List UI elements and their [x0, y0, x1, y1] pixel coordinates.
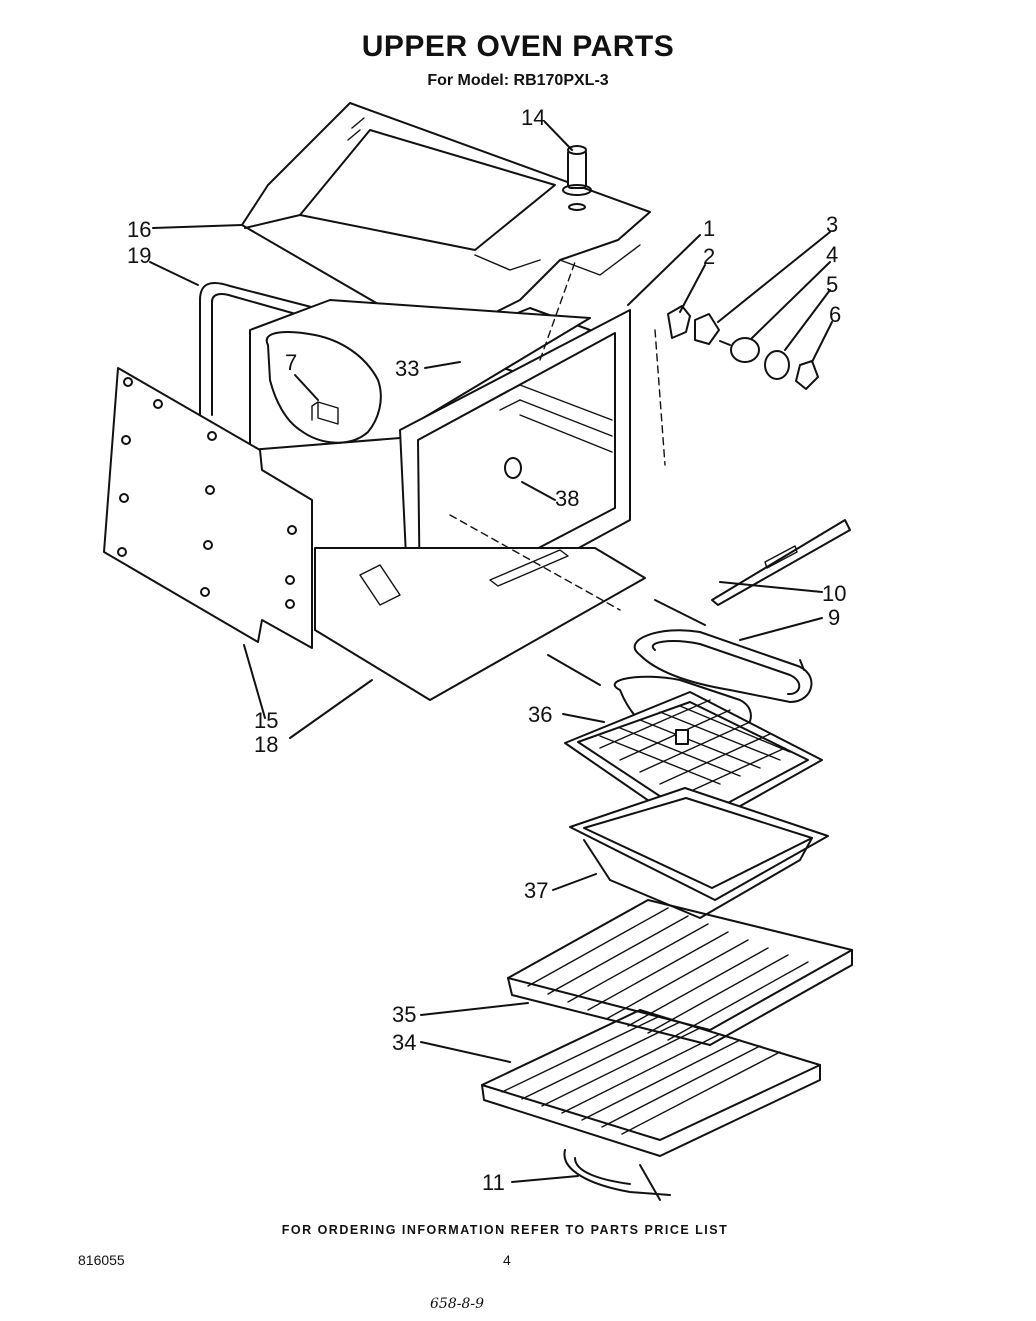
- callout-33: 33: [395, 356, 419, 381]
- side-panel-drawing: [103, 367, 313, 649]
- callout-1: 1: [703, 216, 715, 241]
- callout-3: 3: [826, 212, 838, 237]
- top-panel-drawing: [241, 102, 651, 341]
- ordering-note: FOR ORDERING INFORMATION REFER TO PARTS …: [281, 1223, 729, 1237]
- handwritten-note: 658-8-9: [430, 1296, 484, 1312]
- callout-16: 16: [127, 217, 151, 242]
- callout-34: 34: [392, 1030, 416, 1055]
- model-line: For Model: RB170PXL-3: [427, 72, 609, 89]
- callout-37: 37: [524, 878, 548, 903]
- callout-36: 36: [528, 702, 552, 727]
- callout-38: 38: [555, 486, 579, 511]
- callout-2: 2: [703, 244, 715, 269]
- bake-element-drawing: [633, 599, 813, 703]
- broiler-pan-drawing: [569, 787, 829, 919]
- page-title: UPPER OVEN PARTS: [361, 30, 675, 63]
- light-assembly-drawing: [667, 305, 819, 390]
- callout-4: 4: [826, 242, 838, 267]
- callout-35: 35: [392, 1002, 416, 1027]
- callout-labels: 14 16 19 1 2 3 4 5 6 7 33 38 10 9 15 18 …: [127, 105, 846, 1195]
- callout-9: 9: [828, 605, 840, 630]
- rack-handle-drawing: [563, 1149, 671, 1201]
- document-number: 816055: [78, 1252, 125, 1268]
- callout-6: 6: [829, 302, 841, 327]
- page-number: 4: [503, 1252, 511, 1268]
- callout-15: 15: [254, 708, 278, 733]
- callout-10: 10: [822, 581, 846, 606]
- callout-11: 11: [482, 1170, 505, 1195]
- oven-rack-upper-drawing: [507, 899, 853, 1046]
- oven-rack-lower-drawing: [481, 1009, 821, 1157]
- callout-7: 7: [285, 350, 297, 375]
- callout-19: 19: [127, 243, 151, 268]
- oven-sensor-drawing: [562, 145, 592, 211]
- callout-18: 18: [254, 732, 278, 757]
- callout-14: 14: [521, 105, 545, 130]
- cutaway-bracket-drawing: [265, 331, 382, 444]
- leader-lines: [149, 121, 833, 1183]
- callout-5: 5: [826, 272, 838, 297]
